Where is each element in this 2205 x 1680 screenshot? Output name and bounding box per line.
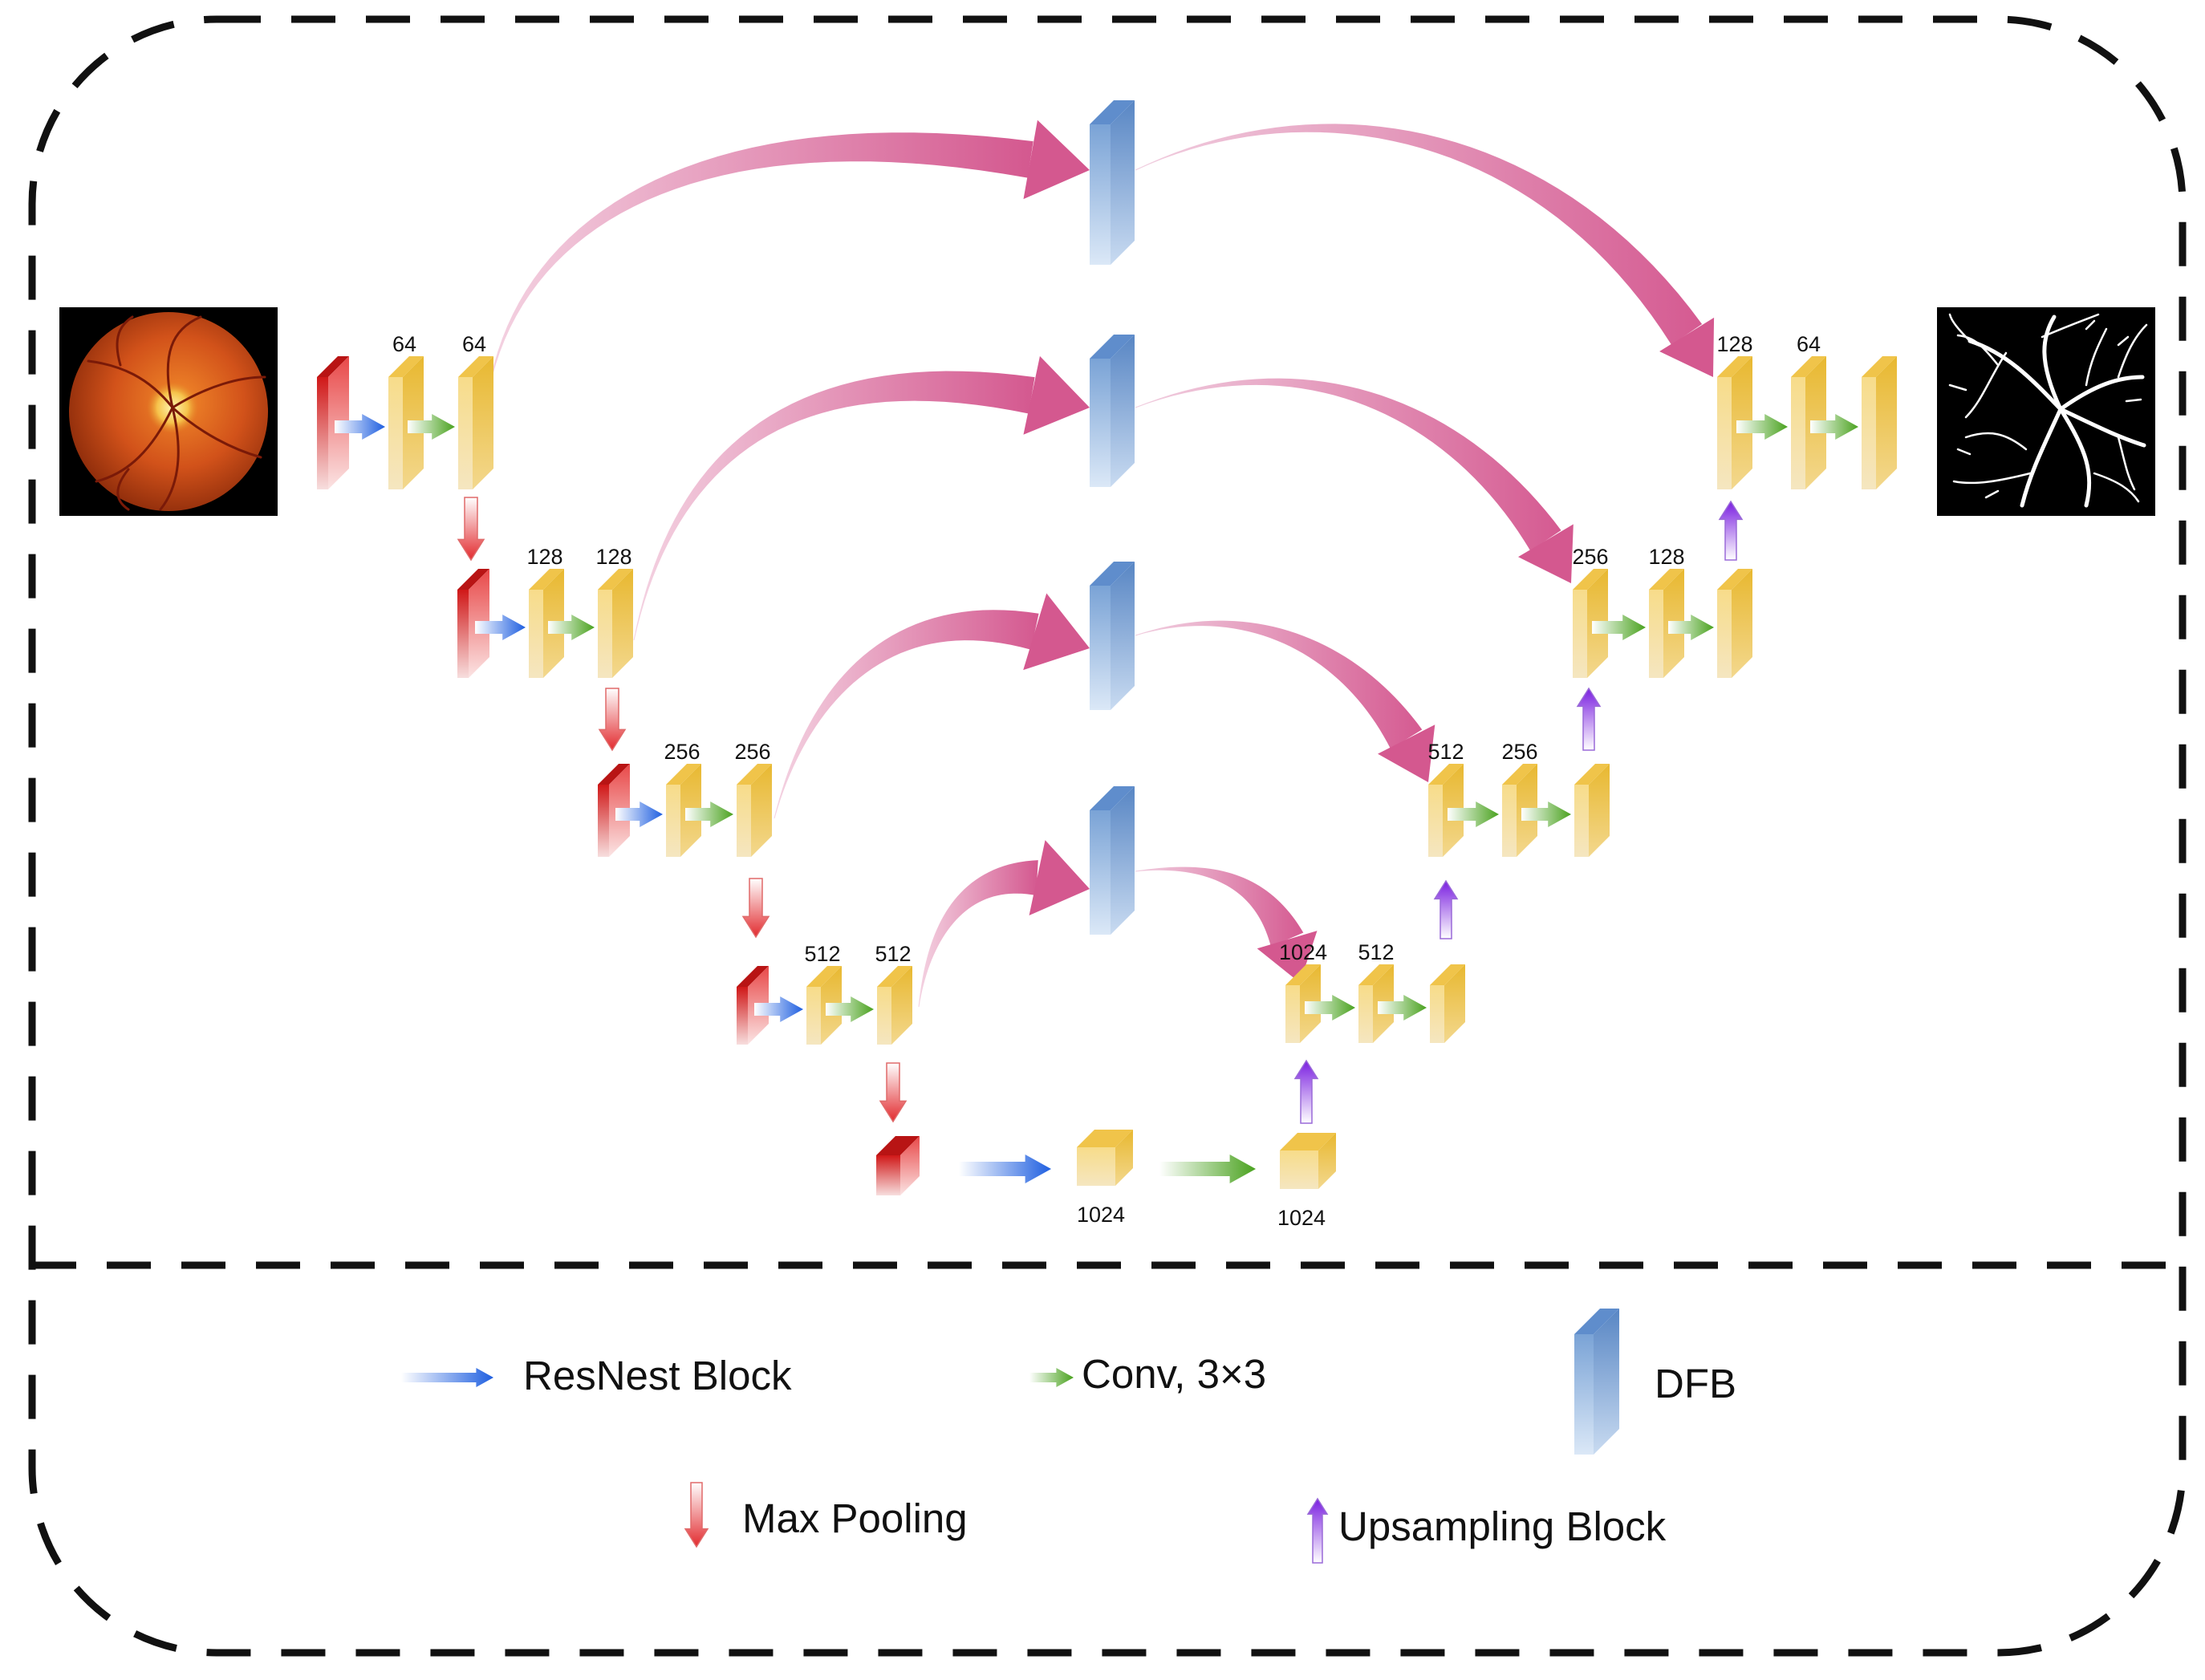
decoder-level1-label-1: 128 (1716, 332, 1752, 356)
decoder-level2-block-3 (1717, 569, 1752, 678)
legend-max-pooling: Max Pooling (684, 1482, 968, 1548)
decoder-level2-label-2: 128 (1648, 545, 1684, 569)
encoder-level1-label-2: 64 (462, 332, 486, 356)
decoder-level3-label-1: 512 (1427, 740, 1464, 764)
bottleneck-label-1: 1024 (1077, 1203, 1125, 1227)
upsample-arrow-1 (1718, 500, 1744, 561)
decoder-level3-conv-arrow-1 (1448, 801, 1499, 827)
decoder-level3-conv-arrow-2 (1521, 801, 1571, 827)
legend-upsampling-block: Upsampling Block (1306, 1497, 1667, 1564)
encoder-level3-block-2 (737, 764, 772, 857)
decoder-level1-conv-arrow-2 (1810, 414, 1858, 440)
skip-level2-to-dfb (633, 355, 1090, 641)
skip-connections (485, 120, 1715, 1008)
encoder-level2-conv-arrow (548, 615, 595, 640)
decoder-level1-conv-arrow-1 (1736, 414, 1788, 440)
dfb-block-4 (1090, 786, 1135, 935)
decoder-level2-label-1: 256 (1572, 545, 1608, 569)
legend-resnest-label: ResNest Block (523, 1353, 792, 1398)
maxpool-arrow-2 (598, 688, 627, 752)
dfb-block-3 (1090, 562, 1135, 710)
encoder-level4-resnest-arrow (754, 996, 803, 1022)
skip-dfb-to-decoder-level4 (1135, 866, 1318, 983)
bottleneck-conv-arrow (1159, 1154, 1256, 1183)
decoder-level1-label-2: 64 (1797, 332, 1821, 356)
dfb-block-1 (1090, 100, 1135, 265)
decoder-level4-conv-arrow-2 (1378, 995, 1427, 1021)
legend: ResNest Block Conv, 3×3 DFB Max Pooling Upsa… (401, 1309, 1736, 1564)
decoder-level4-block-3 (1430, 964, 1465, 1043)
upsample-arrow-3 (1433, 879, 1459, 939)
maxpool-arrow-4 (879, 1062, 908, 1123)
encoder-level3-label-1: 256 (664, 740, 700, 764)
encoder-level3-label-2: 256 (734, 740, 770, 764)
legend-resnest-block: ResNest Block (401, 1353, 792, 1398)
skip-level3-to-dfb (774, 593, 1090, 819)
legend-maxpool-arrow (684, 1482, 709, 1548)
bottleneck-label-2: 1024 (1277, 1206, 1326, 1230)
legend-upsample-arrow (1306, 1497, 1329, 1564)
decoder-level3-block-3 (1574, 764, 1610, 857)
channel-labels: 64 64 128 128 256 256 512 512 1024 1024 128 64 256 12… (392, 332, 1821, 1230)
encoder-level2-block-2 (598, 569, 633, 678)
skip-level4-to-dfb (918, 840, 1090, 1008)
upsample-arrow-2 (1576, 687, 1602, 751)
encoder-level3-resnest-arrow (615, 801, 663, 827)
output-vessel-segmentation-image (1937, 307, 2155, 516)
encoder-level2-resnest-arrow (475, 615, 526, 640)
skip-dfb-to-decoder-level1 (1135, 124, 1715, 377)
legend-maxpool-label: Max Pooling (742, 1495, 968, 1541)
decoder-level2-conv-arrow-2 (1668, 615, 1714, 640)
legend-conv-label: Conv, 3×3 (1082, 1351, 1266, 1397)
legend-conv: Conv, 3×3 (1029, 1351, 1266, 1397)
skip-dfb-to-decoder-level2 (1135, 378, 1574, 583)
bottleneck-block-2 (1280, 1133, 1336, 1189)
encoder-level4-label-1: 512 (804, 942, 840, 966)
encoder-level4-block-2 (877, 966, 912, 1045)
legend-dfb-block (1574, 1309, 1619, 1455)
encoder-level4-block-1 (806, 966, 842, 1045)
decoder-level2-conv-arrow-1 (1592, 615, 1646, 640)
legend-upsample-label: Upsampling Block (1338, 1503, 1667, 1549)
operation-arrows (335, 414, 1858, 1183)
bottleneck-resnest-arrow (959, 1154, 1051, 1183)
decoder-level4-label-1: 1024 (1279, 940, 1327, 964)
maxpool-arrow-3 (741, 878, 770, 939)
decoder-level4-conv-arrow-1 (1305, 995, 1355, 1021)
encoder-level3-block-1 (666, 764, 701, 857)
legend-dfb: DFB (1574, 1309, 1736, 1455)
encoder-level4-conv-arrow (826, 996, 874, 1022)
encoder-level4-label-2: 512 (875, 942, 911, 966)
encoder-level1-resnest-arrow (335, 414, 385, 440)
encoder-level1-block-2 (458, 356, 493, 489)
input-fundus-image (59, 307, 278, 516)
legend-conv-arrow (1029, 1368, 1074, 1387)
upsample-arrow-4 (1293, 1059, 1319, 1124)
skip-dfb-to-decoder-level3 (1135, 620, 1435, 782)
dfb-block-2 (1090, 335, 1135, 487)
bottleneck-input-block (876, 1136, 920, 1195)
decoder-level4-block-1 (1285, 964, 1321, 1043)
encoder-level1-block-1 (388, 356, 424, 489)
encoder-level2-label-1: 128 (526, 545, 562, 569)
bottleneck-block-1 (1077, 1130, 1133, 1186)
encoder-level1-label-1: 64 (392, 332, 416, 356)
decoder-level1-block-3 (1862, 356, 1897, 489)
skip-level1-to-dfb (485, 120, 1090, 406)
decoder-level3-label-2: 256 (1501, 740, 1537, 764)
outer-dashed-frame (28, 15, 2187, 1657)
legend-resnest-arrow (401, 1368, 493, 1387)
legend-dfb-label: DFB (1655, 1361, 1736, 1406)
io-images (59, 307, 2155, 516)
decoder-level4-label-2: 512 (1358, 940, 1394, 964)
decoder-level2-block-1 (1573, 569, 1608, 678)
maxpool-arrow-1 (457, 497, 485, 562)
encoder-level2-input-block (457, 569, 489, 678)
encoder-level2-label-2: 128 (595, 545, 631, 569)
encoder-level1-conv-arrow (408, 414, 455, 440)
encoder-level3-conv-arrow (685, 801, 733, 827)
